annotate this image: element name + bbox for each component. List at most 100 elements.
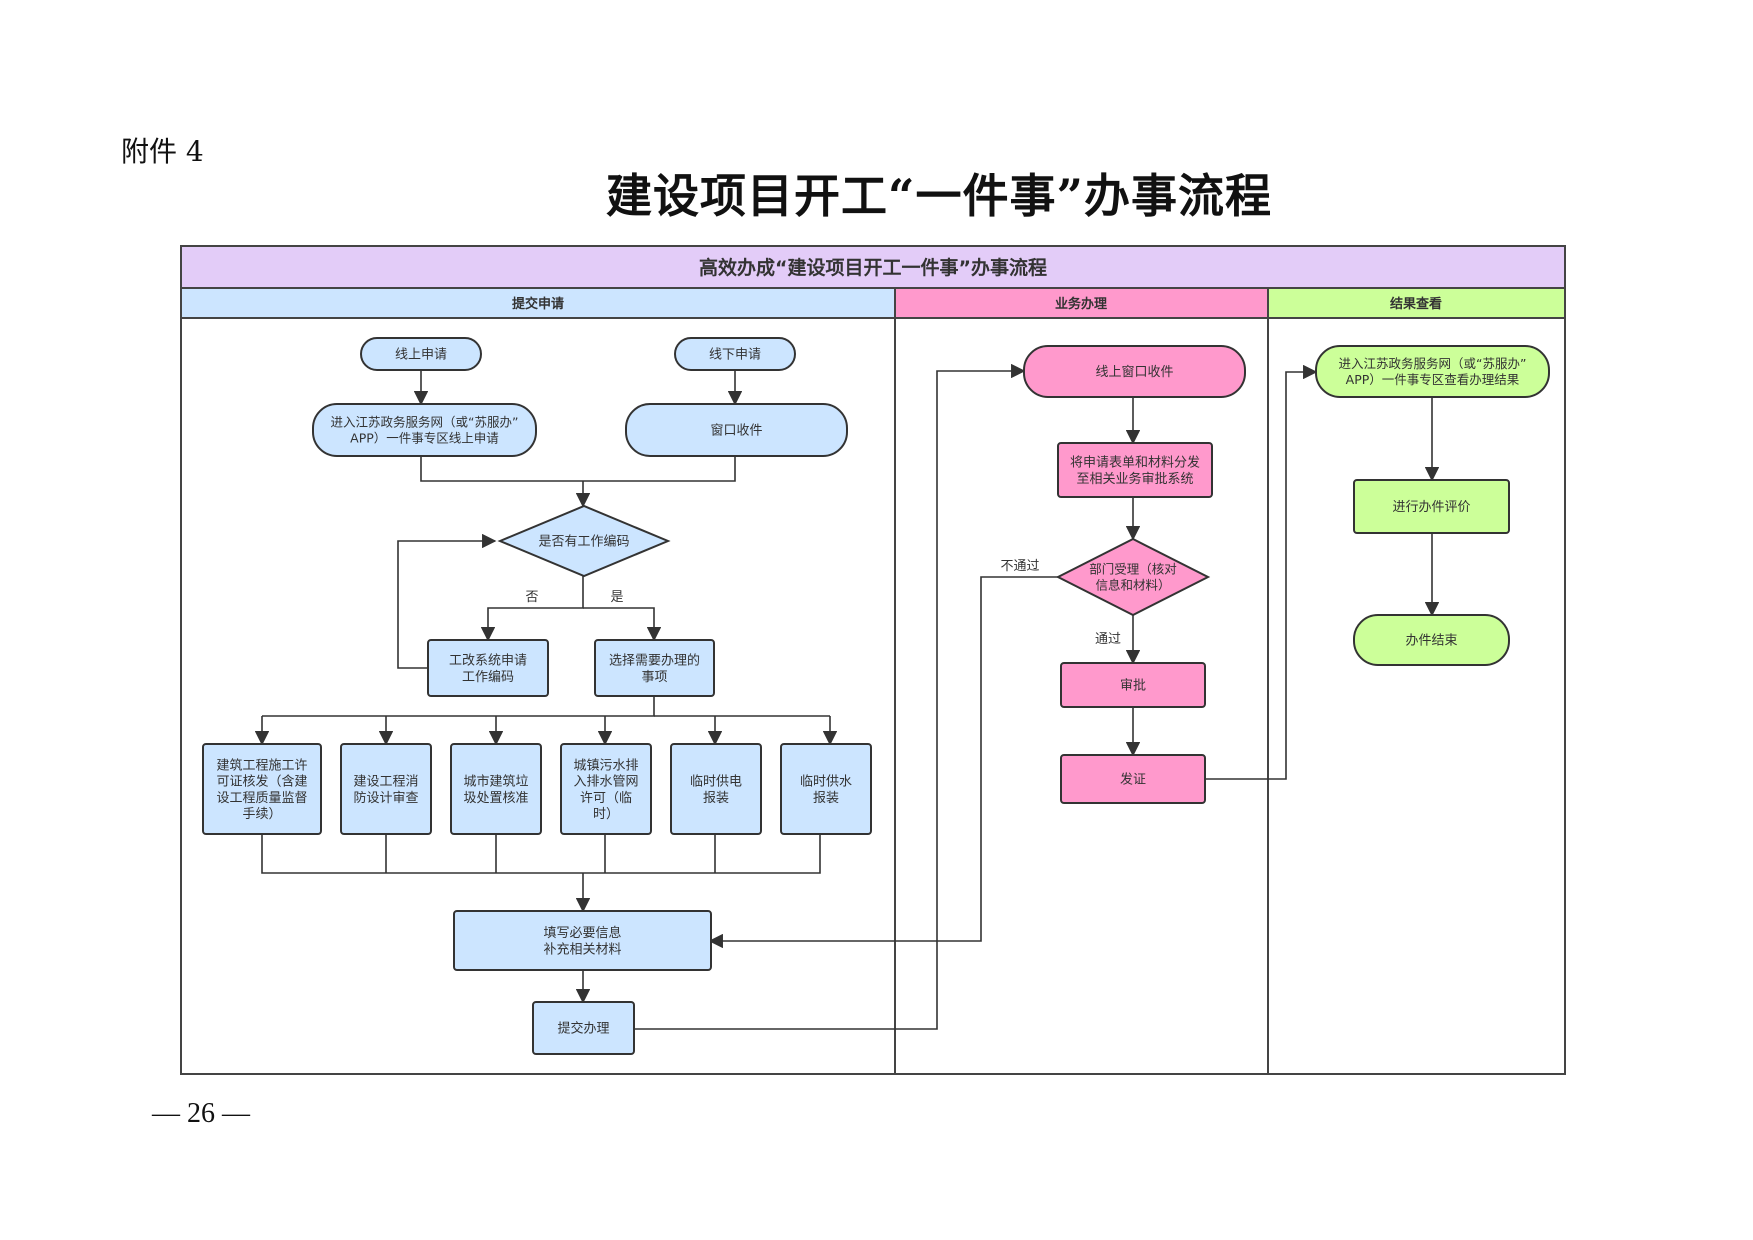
document-title: 建设项目开工“一件事”办事流程 bbox=[606, 169, 1272, 223]
node-text: 可证核发（含建 bbox=[216, 774, 307, 790]
node-shape bbox=[670, 743, 762, 835]
node-text: 临时供电 bbox=[690, 775, 742, 790]
node-text: 事项 bbox=[641, 670, 667, 685]
node-shape bbox=[560, 743, 652, 835]
node-text: 窗口收件 bbox=[710, 423, 762, 439]
node-shape bbox=[1353, 614, 1510, 666]
node-shape bbox=[312, 403, 537, 457]
node-shape bbox=[1060, 662, 1206, 708]
node-text: 设工程质量监督 bbox=[216, 791, 307, 806]
node-text: 部门受理（核对 bbox=[1089, 562, 1177, 577]
node-text: 办件结束 bbox=[1405, 634, 1457, 649]
node-text: 入排水管网 bbox=[573, 775, 638, 790]
node-text: 是否有工作编码 bbox=[538, 535, 629, 550]
node-window-receive: 窗口收件 bbox=[625, 403, 848, 457]
banner-title: 高效办成“建设项目开工一件事”办事流程 bbox=[699, 256, 1047, 279]
edge-label-no: 否 bbox=[525, 590, 538, 605]
edge-submit-to-online-window bbox=[633, 363, 1026, 1030]
node-text: 线下申请 bbox=[709, 348, 761, 363]
lane-header-submit bbox=[180, 287, 896, 319]
edge-decision-yes bbox=[583, 607, 662, 642]
node-text: 工改系统申请 bbox=[449, 654, 527, 669]
node-evaluate: 进行办件评价 bbox=[1353, 479, 1510, 534]
node-text: 工作编码 bbox=[462, 670, 514, 685]
node-text: 补充相关材料 bbox=[543, 941, 621, 957]
node-text: 选择需要办理的 bbox=[609, 653, 700, 669]
node-submit: 提交办理 bbox=[532, 1001, 635, 1055]
node-online-apply: 线上申请 bbox=[360, 337, 482, 371]
node-view-result: 进入江苏政务服务网（或“苏服办”APP）一件事专区查看办理结果 bbox=[1315, 345, 1550, 398]
node-text: APP）一件事专区线上申请 bbox=[350, 430, 499, 445]
node-text: 临时供水 bbox=[800, 775, 852, 790]
node-text: 线上窗口收件 bbox=[1095, 364, 1173, 380]
edge-label-yes: 是 bbox=[610, 590, 623, 605]
node-shape bbox=[340, 743, 432, 835]
node-shape bbox=[625, 403, 848, 457]
swimlane-frame: 高效办成“建设项目开工一件事”办事流程 提交申请 业务办理 结果查看 bbox=[180, 245, 1566, 1075]
node-text: 将申请表单和材料分发 bbox=[1070, 455, 1200, 471]
node-shape bbox=[453, 910, 712, 971]
node-shape bbox=[1023, 345, 1246, 398]
lane-label-process: 业务办理 bbox=[1055, 296, 1107, 312]
node-has-code: 是否有工作编码 bbox=[497, 504, 671, 578]
node-shape bbox=[1057, 442, 1213, 498]
node-text: 许可（临 bbox=[580, 791, 632, 806]
lane-header-process bbox=[894, 287, 1269, 319]
node-text: 至相关业务审批系统 bbox=[1076, 471, 1193, 487]
node-text: 建设工程消 bbox=[353, 775, 418, 790]
node-text: 进入江苏政务服务网（或“苏服办” bbox=[1339, 356, 1527, 371]
lane-body-result bbox=[1267, 317, 1566, 1075]
node-shape bbox=[202, 743, 322, 835]
node-shape bbox=[1055, 537, 1211, 617]
node-text: 线上申请 bbox=[395, 348, 447, 363]
node-text: 报装 bbox=[703, 791, 729, 806]
node-text: 时） bbox=[593, 807, 619, 822]
node-text: 城镇污水排 bbox=[573, 758, 638, 773]
node-shape bbox=[594, 639, 715, 697]
page-number: — 26 — bbox=[152, 1098, 250, 1129]
node-finish: 办件结束 bbox=[1353, 614, 1510, 666]
node-shape bbox=[674, 337, 796, 371]
edge-items-merge bbox=[261, 834, 821, 874]
node-text: APP）一件事专区查看办理结果 bbox=[1346, 372, 1520, 387]
node-text: 防设计审查 bbox=[353, 790, 418, 806]
flow-nodes: 线上申请线下申请进入江苏政务服务网（或“苏服办”APP）一件事专区线上申请窗口收… bbox=[202, 337, 1550, 1055]
node-shape bbox=[1315, 345, 1550, 398]
edge-decision-branch bbox=[480, 576, 584, 642]
node-certificate: 发证 bbox=[1060, 754, 1206, 804]
node-text: 城市建筑垃 bbox=[463, 774, 528, 790]
node-shape bbox=[1353, 479, 1510, 534]
node-text: 信息和材料） bbox=[1095, 577, 1170, 592]
node-text: 提交办理 bbox=[557, 1021, 609, 1037]
edge-cert-to-result bbox=[1205, 364, 1318, 780]
node-offline-apply: 线下申请 bbox=[674, 337, 796, 371]
node-text: 填写必要信息 bbox=[543, 925, 621, 941]
node-text: 报装 bbox=[813, 791, 839, 806]
node-shape bbox=[450, 743, 542, 835]
node-text: 审批 bbox=[1120, 679, 1146, 694]
lane-label-result: 结果查看 bbox=[1390, 296, 1442, 312]
edge-label-pass: 通过 bbox=[1095, 632, 1121, 647]
node-text: 进入江苏政务服务网（或“苏服办” bbox=[331, 415, 519, 430]
lane-label-submit: 提交申请 bbox=[512, 296, 564, 312]
edge-portal-merge bbox=[420, 456, 736, 482]
connectors bbox=[254, 363, 1440, 1030]
edge-code-loop bbox=[397, 533, 497, 669]
edge-choose-fanout bbox=[262, 696, 655, 717]
node-shape bbox=[360, 337, 482, 371]
node-approve: 审批 bbox=[1060, 662, 1206, 708]
edge-label-reject: 不通过 bbox=[1000, 559, 1039, 574]
node-shape bbox=[780, 743, 872, 835]
node-text: 建筑工程施工许 bbox=[216, 757, 307, 773]
